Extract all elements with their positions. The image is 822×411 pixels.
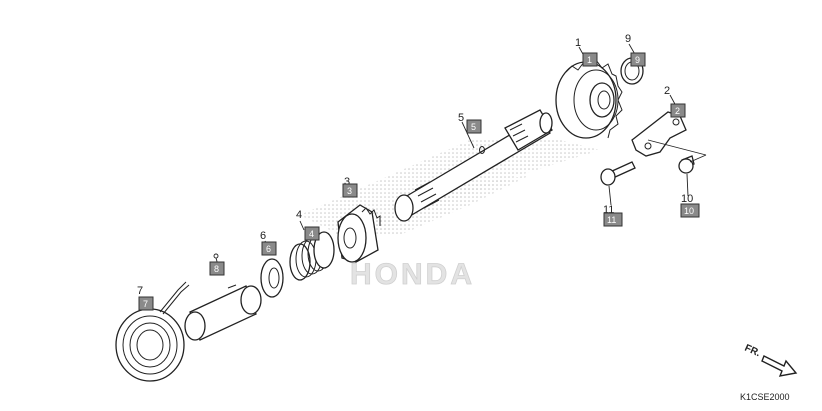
- callout-part-2[interactable]: 2 2: [664, 85, 686, 118]
- part-tag-8: 8: [214, 264, 219, 274]
- part-number-4: 4: [296, 209, 302, 221]
- callout-part-7[interactable]: 7 7: [137, 285, 154, 311]
- part-number-3: 3: [344, 176, 350, 188]
- part-number-6: 6: [260, 230, 266, 242]
- ratchet-part-3: [337, 204, 381, 263]
- callout-part-3[interactable]: 3 3: [342, 176, 358, 198]
- part-tag-11: 11: [607, 215, 616, 225]
- part-tag-3: 3: [347, 186, 352, 196]
- honda-watermark-text: HONDA: [350, 258, 475, 291]
- honda-wing-watermark: HONDA: [300, 140, 600, 291]
- drawing-code: K1CSE2000: [740, 392, 790, 402]
- callout-part-5[interactable]: 5 5: [458, 112, 482, 134]
- part-number-2: 2: [664, 85, 670, 97]
- part-tag-1: 1: [587, 55, 592, 65]
- part-number-11: 11: [603, 204, 614, 216]
- guide-plate-part-2: [631, 111, 687, 157]
- callout-part-6[interactable]: 6 6: [260, 230, 277, 256]
- bolt-part-10: [678, 155, 695, 174]
- part-number-10: 10: [681, 193, 693, 205]
- kick-spring-part-7: [115, 281, 190, 382]
- part-tag-7: 7: [143, 299, 148, 309]
- part-tag-5: 5: [471, 122, 476, 132]
- gear-part-1: [555, 59, 623, 139]
- callout-part-11[interactable]: 11 11: [603, 204, 623, 227]
- front-direction-indicator: FR.: [743, 343, 798, 377]
- part-tag-4: 4: [309, 229, 314, 239]
- part-number-7: 7: [137, 285, 143, 297]
- washer-part-6: [260, 258, 284, 298]
- part-tag-6: 6: [266, 244, 271, 254]
- front-direction-label: FR.: [743, 343, 762, 360]
- part-tag-10: 10: [684, 206, 694, 216]
- part-tag-2: 2: [675, 106, 680, 116]
- part-number-1: 1: [575, 37, 581, 49]
- spindle-part-5: [394, 109, 553, 222]
- part-number-9: 9: [625, 33, 631, 45]
- part-number-5: 5: [458, 112, 464, 124]
- spring-collar-part-8: [184, 284, 262, 341]
- arrow-right-icon: [761, 355, 798, 377]
- bolt-part-11: [600, 161, 636, 186]
- callout-part-9[interactable]: 9 9: [625, 33, 646, 67]
- callout-part-8[interactable]: 8: [209, 253, 225, 276]
- part-tag-9: 9: [635, 55, 640, 65]
- ratchet-spring-part-4: [289, 231, 335, 281]
- callout-part-10[interactable]: 10 10: [680, 193, 700, 218]
- callout-part-1[interactable]: 1 1: [575, 37, 598, 67]
- callout-part-4[interactable]: 4 4: [296, 209, 320, 241]
